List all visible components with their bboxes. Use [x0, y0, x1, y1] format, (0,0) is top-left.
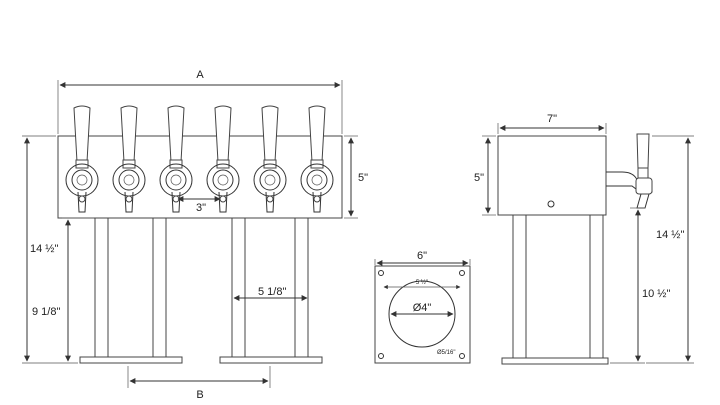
dimension-a-label: A: [196, 69, 204, 81]
faucet-handle: [261, 105, 279, 163]
side-post-back: [589, 214, 604, 361]
side-tower-height-label: 14 ½": [656, 229, 684, 241]
front-post-right-b: [294, 217, 309, 359]
front-panel-height-label: 5": [358, 172, 368, 184]
faucet-handle: [214, 105, 232, 163]
bolt-hole-bottom-left: [378, 353, 384, 359]
dimension-post-offset: 5 1/8": [233, 286, 308, 301]
faucet-spout-tip: [313, 195, 321, 203]
bolt-hole-top-right: [459, 270, 465, 276]
faucet-body: [259, 169, 281, 191]
faucet-handle: [167, 105, 185, 163]
dimension-b: B: [127, 366, 271, 401]
faucet-spout-tip: [266, 195, 274, 203]
side-post-front: [512, 214, 527, 361]
base-bolt-size-label: Ø5/16": [437, 350, 455, 356]
faucet-handle: [308, 105, 326, 163]
side-faucet-handle: [636, 133, 650, 169]
dimension-faucet-spacing: 3": [177, 196, 221, 214]
faucet-body: [212, 169, 234, 191]
front-post-right-a: [231, 217, 246, 359]
faucet-spout: [171, 191, 181, 213]
faucet-body: [306, 169, 328, 191]
faucet-spout: [218, 191, 228, 213]
faucet-spout-tip: [219, 195, 227, 203]
post-offset-label: 5 1/8": [258, 286, 286, 298]
front-tower-height-label: 14 ½": [30, 243, 58, 255]
faucet-body: [118, 169, 140, 191]
bolt-hole-top-left: [378, 270, 384, 276]
front-panel: [57, 135, 343, 219]
faucet-spacing-label: 3": [196, 202, 206, 214]
faucet-6: [300, 105, 334, 213]
dimension-front-post-height: 9 1/8": [32, 217, 94, 362]
faucet-2: [112, 105, 146, 213]
faucet-1: [65, 105, 99, 213]
faucet-spout: [77, 191, 87, 213]
front-post-left-b: [152, 217, 167, 359]
side-panel-height-label: 5": [474, 172, 484, 184]
dimension-side-depth: 7": [497, 113, 607, 134]
front-foot-right: [219, 356, 323, 364]
dimension-side-panel-height: 5": [474, 135, 496, 216]
dimension-b-label: B: [196, 389, 203, 401]
base-hole-spacing-label: 5 ½": [416, 279, 428, 286]
base-plate-view: 5 ½" Ø4" Ø5/16": [374, 265, 471, 364]
dimension-base-width: 6": [374, 250, 471, 266]
front-foot-left: [79, 356, 183, 364]
dimension-front-panel-height: 5": [344, 135, 368, 219]
faucet-spout-tip: [78, 195, 86, 203]
faucet-3: [159, 105, 193, 213]
dimension-a: A: [57, 69, 343, 134]
faucet-spout: [124, 191, 134, 213]
side-faucet: [606, 133, 653, 209]
dimension-front-tower-height: 14 ½": [22, 135, 78, 364]
faucet-handle: [120, 105, 138, 163]
faucet-body: [71, 169, 93, 191]
side-post-height-label: 10 ½": [642, 288, 670, 300]
faucet-row: [65, 105, 334, 213]
faucet-5: [253, 105, 287, 213]
side-panel-bolt: [547, 200, 555, 208]
dimension-side-post-height: 10 ½": [610, 207, 670, 364]
faucet-spout-tip: [125, 195, 133, 203]
side-view: [497, 133, 653, 365]
base-width-label: 6": [417, 250, 427, 262]
side-panel: [497, 135, 607, 216]
faucet-spout: [312, 191, 322, 213]
front-view: [57, 105, 343, 364]
faucet-spout: [265, 191, 275, 213]
base-center-hole: [388, 280, 456, 348]
bolt-hole-bottom-right: [459, 353, 465, 359]
front-post-height-label: 9 1/8": [32, 306, 60, 318]
faucet-4: [206, 105, 240, 213]
side-depth-label: 7": [547, 113, 557, 125]
side-foot: [501, 357, 609, 365]
base-hole-diameter-label: Ø4": [413, 302, 432, 314]
faucet-handle: [73, 105, 91, 163]
front-post-left-a: [94, 217, 109, 359]
faucet-body: [165, 169, 187, 191]
dimension-side-tower-height: 14 ½": [646, 135, 694, 364]
